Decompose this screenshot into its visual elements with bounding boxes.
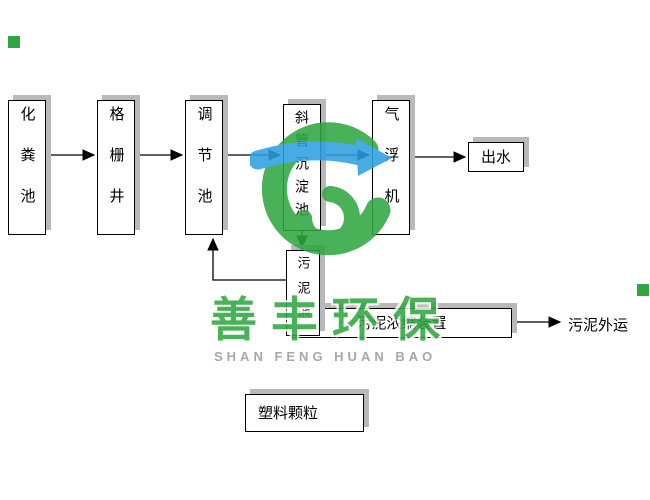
node-septic-tank-label: 化粪池 bbox=[18, 106, 36, 229]
node-sludge-tank-label: 污泥池 bbox=[295, 255, 311, 331]
node-air-flotation-label: 气浮机 bbox=[382, 106, 400, 229]
node-regulating-tank: 调节池 bbox=[185, 100, 223, 235]
arrow-sludge-return-to-regulating bbox=[207, 237, 286, 281]
node-plastic-granules: 塑料颗粒 bbox=[245, 394, 364, 432]
node-grid-well: 格栅井 bbox=[97, 100, 135, 235]
node-plastic-granules-label: 塑料颗粒 bbox=[258, 404, 319, 422]
node-sludge-tank: 污泥池 bbox=[286, 250, 320, 336]
label-sludge-out: 污泥外运 bbox=[568, 317, 629, 334]
node-sedimentation-label: 斜管沉淀池 bbox=[294, 110, 310, 225]
node-effluent-label: 出水 bbox=[480, 148, 511, 166]
green-square-right bbox=[637, 284, 649, 296]
node-effluent: 出水 bbox=[468, 142, 524, 172]
node-sludge-thickening-device: 污泥浓缩装置 bbox=[291, 308, 512, 338]
node-grid-well-label: 格栅井 bbox=[107, 106, 125, 229]
green-square-topleft bbox=[8, 36, 20, 48]
node-regulating-tank-label: 调节池 bbox=[195, 106, 213, 229]
node-air-flotation-machine: 气浮机 bbox=[372, 100, 410, 235]
node-inclined-tube-sedimentation-tank: 斜管沉淀池 bbox=[283, 104, 321, 231]
node-thickener-label: 污泥浓缩装置 bbox=[356, 314, 447, 332]
node-septic-tank: 化粪池 bbox=[8, 100, 46, 235]
